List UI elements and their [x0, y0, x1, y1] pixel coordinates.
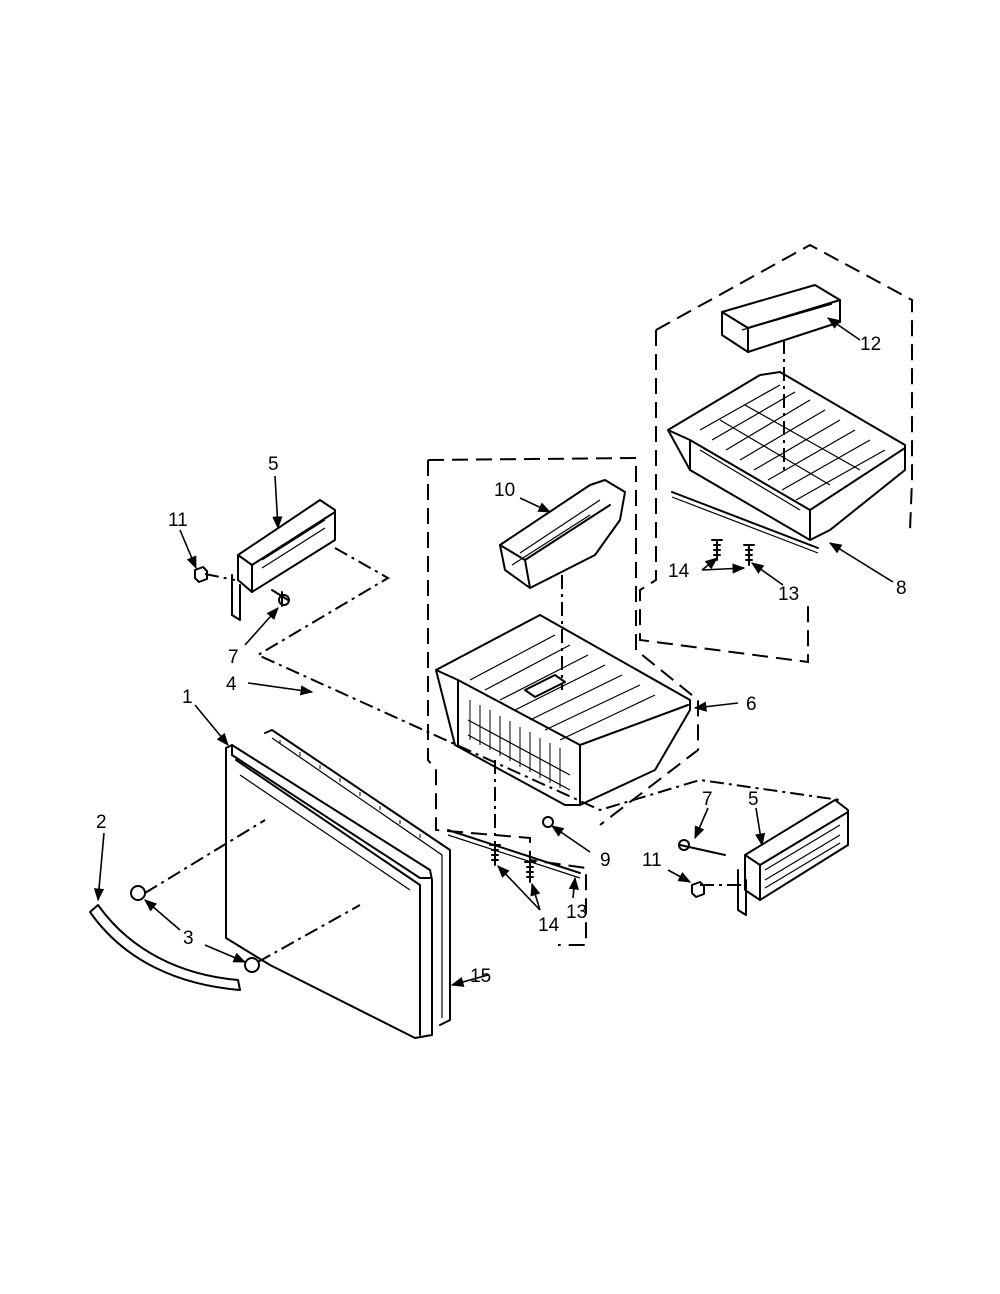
callout-14-mid: 14	[538, 915, 560, 936]
handle-2	[89, 904, 241, 991]
slide-bracket-left	[231, 499, 336, 621]
screw-7-left	[271, 589, 290, 607]
gasket-15	[264, 729, 451, 1026]
callout-13-right: 13	[778, 584, 799, 605]
small-tray-upper	[721, 284, 841, 353]
centerline-11-left	[204, 573, 236, 581]
callout-9: 9	[600, 850, 611, 871]
callout-7-left: 7	[228, 647, 239, 668]
handle-screw-lower	[244, 957, 260, 973]
lower-rail	[447, 829, 581, 874]
leader-lines	[93, 317, 894, 987]
callout-4: 4	[226, 674, 237, 695]
screw-7-right	[678, 839, 726, 856]
callout-12: 12	[860, 334, 881, 355]
callout-5-right: 5	[748, 789, 759, 810]
centerline-3-upper	[144, 819, 266, 894]
screw-upper-a	[711, 539, 723, 561]
lower-drawer-assembly-box	[427, 456, 699, 946]
callout-5-left: 5	[268, 454, 279, 475]
upper-drawer-assembly-box	[639, 243, 913, 664]
callout-7-right: 7	[702, 789, 713, 810]
callout-1: 1	[182, 687, 193, 708]
nut-9	[542, 816, 554, 828]
upper-rail	[671, 491, 819, 549]
screw-lower-a	[489, 844, 501, 866]
callout-11-left: 11	[168, 510, 188, 531]
drawer-front	[225, 744, 433, 1039]
upper-basket	[667, 371, 906, 541]
clip-11-left	[194, 566, 208, 583]
screw-upper-b	[743, 544, 755, 566]
handle-screw-upper	[130, 885, 146, 901]
callout-14-right: 14	[668, 561, 690, 582]
lower-basket	[435, 614, 691, 806]
callout-2: 2	[96, 812, 107, 833]
slide-bracket-right	[737, 799, 849, 916]
callout-13-mid: 13	[566, 902, 587, 923]
centerline-3-lower	[257, 904, 361, 963]
callout-11-right: 11	[642, 850, 662, 871]
callout-15: 15	[470, 966, 491, 987]
screw-lower-b	[524, 861, 536, 883]
callout-3: 3	[183, 928, 194, 949]
callout-6: 6	[746, 694, 757, 715]
callout-10: 10	[494, 480, 515, 501]
clip-11-right	[691, 881, 705, 898]
callout-8: 8	[896, 578, 907, 599]
rail-centerline-left	[255, 547, 841, 812]
small-tray-lower	[499, 479, 626, 589]
